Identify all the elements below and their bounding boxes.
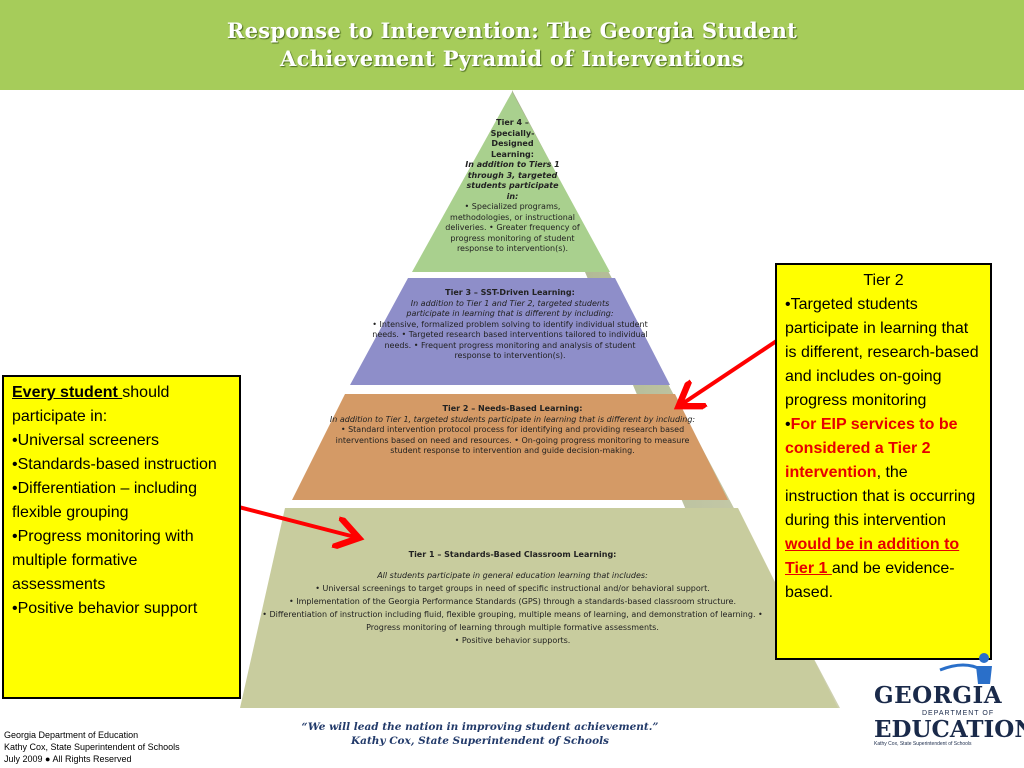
- tier1-band: [240, 508, 838, 708]
- tier1-bullet-4: • Positive behavior supports.: [454, 636, 571, 645]
- tier3-heading: Tier 3 – SST-Driven Learning:: [445, 288, 575, 297]
- callout-item: •Positive behavior support: [12, 600, 198, 617]
- tier4-heading: Tier 4 – Specially-Designed Learning:: [490, 118, 535, 159]
- tier1-heading: Tier 1 – Standards-Based Classroom Learn…: [408, 550, 617, 559]
- tier2-heading: Tier 2 – Needs-Based Learning:: [442, 404, 583, 413]
- tier1-bullet-1: • Universal screenings to target groups …: [315, 584, 710, 593]
- callout-lead: Every student should participate in:: [12, 381, 231, 429]
- every-student-callout: Every student should participate in: •Un…: [2, 375, 241, 699]
- footer-line-3: July 2009 ● All Rights Reserved: [4, 754, 132, 764]
- tier2-intro: In addition to Tier 1, targeted students…: [329, 414, 696, 424]
- tier1-bullet-3: • Differentiation of instruction includi…: [262, 610, 763, 632]
- tier2-band: [292, 394, 728, 500]
- tier1-intro: All students participate in general educ…: [377, 571, 648, 580]
- tier4-text: Tier 4 – Specially-Designed Learning: In…: [440, 118, 585, 255]
- tier2-callout-title: Tier 2: [863, 272, 904, 289]
- tier2-callout-bullet-2: •For EIP services to be considered a Tie…: [785, 413, 982, 605]
- tier2-callout-bullet-1: •Targeted students participate in learni…: [785, 296, 979, 409]
- bullet-marker: •: [785, 416, 791, 433]
- tier4-intro: In addition to Tiers 1 through 3, target…: [465, 160, 560, 201]
- logo-tagline: Kathy Cox, State Superintendent of Schoo…: [874, 741, 972, 747]
- tier3-band: [350, 278, 670, 385]
- addition-emphasis: would be in addition to Tier 1: [785, 536, 960, 577]
- tier4-band: [412, 92, 610, 272]
- footer-line-1: Georgia Department of Education: [4, 730, 139, 740]
- tier4-body: • Specialized programs, methodologies, o…: [445, 202, 580, 253]
- title-line-1: Response to Intervention: The Georgia St…: [226, 18, 798, 43]
- logo-department: DEPARTMENT OF: [922, 710, 995, 717]
- eip-emphasis: For EIP services to be considered a Tier…: [785, 416, 958, 481]
- quote-attribution: Kathy Cox, State Superintendent of Schoo…: [351, 735, 609, 747]
- quote-text: “We will lead the nation in improving st…: [301, 721, 659, 733]
- tier1-text: Tier 1 – Standards-Based Classroom Learn…: [250, 548, 775, 647]
- footer-credits: Georgia Department of Education Kathy Co…: [4, 729, 180, 765]
- callout-lead-underlined: Every student: [12, 384, 123, 401]
- callout-item: •Progress monitoring with multiple forma…: [12, 528, 194, 593]
- tier3-text: Tier 3 – SST-Driven Learning: In additio…: [370, 288, 650, 362]
- footer-line-2: Kathy Cox, State Superintendent of Schoo…: [4, 742, 180, 752]
- callout-item: •Universal screeners: [12, 432, 159, 449]
- title-line-2: Achievement Pyramid of Interventions: [280, 46, 744, 71]
- tier2-text: Tier 2 – Needs-Based Learning: In additi…: [320, 404, 705, 457]
- callout-item: •Differentiation – including flexible gr…: [12, 480, 197, 521]
- bullet2-mid: , the instruction that is occurring duri…: [785, 464, 976, 529]
- georgia-doe-logo: GEORGIA DEPARTMENT OF EDUCATION Kathy Co…: [870, 653, 1024, 750]
- tier1-bullet-2: • Implementation of the Georgia Performa…: [289, 597, 736, 606]
- callout-item: •Standards-based instruction: [12, 456, 217, 473]
- tier3-body: • Intensive, formalized problem solving …: [372, 319, 648, 361]
- tier2-body: • Standard intervention protocol process…: [335, 425, 690, 455]
- logo-figure-icon: [939, 653, 992, 684]
- bullet2-end: and be evidence-based.: [785, 560, 955, 601]
- logo-georgia: GEORGIA: [874, 682, 1003, 709]
- tier3-intro: In addition to Tier 1 and Tier 2, target…: [406, 298, 614, 319]
- title-banner: Response to Intervention: The Georgia St…: [0, 0, 1024, 90]
- arrow-to-tier2: [682, 338, 780, 404]
- tier2-callout: Tier 2 •Targeted students participate in…: [775, 263, 992, 660]
- logo-education: EDUCATION: [874, 716, 1024, 743]
- callout-lead-rest: should participate in:: [12, 384, 170, 425]
- footer-quote: “We will lead the nation in improving st…: [300, 720, 660, 748]
